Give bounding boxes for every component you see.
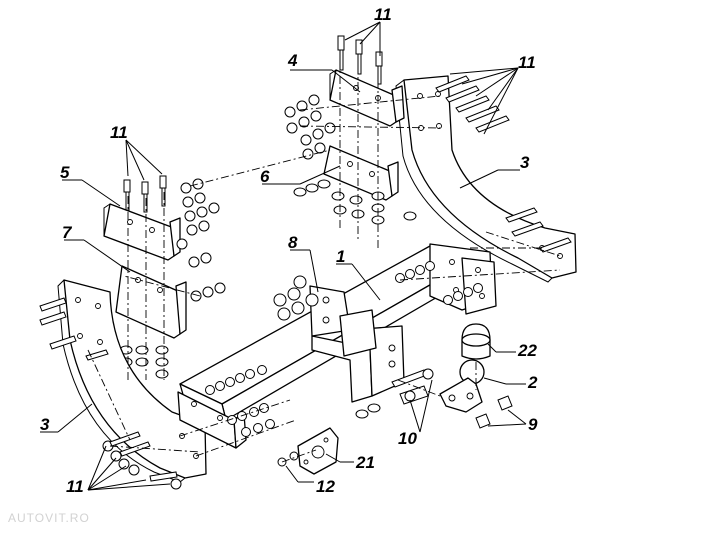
nuts-bracket-4 [284, 94, 336, 160]
label-9: 9 [528, 415, 538, 434]
watermark: AUTOVIT.RO [8, 511, 90, 525]
label-3-right: 3 [520, 153, 530, 172]
label-6: 6 [260, 167, 270, 186]
label-11-bottom: 11 [66, 477, 84, 496]
label-21: 21 [355, 453, 375, 472]
label-5: 5 [60, 163, 70, 182]
nuts-center-lower [355, 403, 381, 419]
label-3-left: 3 [40, 415, 50, 434]
label-8: 8 [288, 233, 298, 252]
nuts-bracket-7 [119, 282, 226, 379]
tow-ball-2 [439, 359, 485, 413]
nuts-group-8 [273, 275, 319, 321]
label-10: 10 [398, 429, 417, 448]
label-2: 2 [527, 373, 538, 392]
assembly-lines [87, 60, 561, 463]
bolt-group-top-right [435, 75, 572, 253]
part-labels: 11 11 4 6 3 11 5 7 8 1 3 22 2 10 9 21 12… [40, 5, 538, 496]
label-4: 4 [287, 51, 298, 70]
label-11-left: 11 [110, 123, 128, 142]
bracket-5 [103, 203, 181, 261]
label-1: 1 [336, 247, 345, 266]
label-11-top-right: 11 [518, 53, 536, 72]
nuts-crossbar-right [395, 261, 483, 305]
leader-lines [40, 21, 527, 491]
bolts-9 [475, 395, 513, 429]
bracket-6 [323, 145, 399, 201]
bracket-4 [329, 69, 405, 127]
nuts-crossbar-left [205, 365, 275, 437]
bolts-left-top [123, 175, 167, 213]
ball-cap-22 [461, 323, 491, 360]
label-22: 22 [517, 341, 537, 360]
left-side-bracket [57, 279, 207, 483]
screws-12 [277, 451, 299, 467]
socket-plate-21 [297, 427, 339, 475]
label-12: 12 [316, 477, 335, 496]
bolts-left-bracket [39, 297, 109, 361]
label-7: 7 [62, 223, 73, 242]
bolts-bottom-left [102, 431, 182, 490]
label-11-top: 11 [374, 5, 392, 24]
center-mount [309, 285, 405, 403]
nuts-bracket-5 [176, 178, 220, 268]
